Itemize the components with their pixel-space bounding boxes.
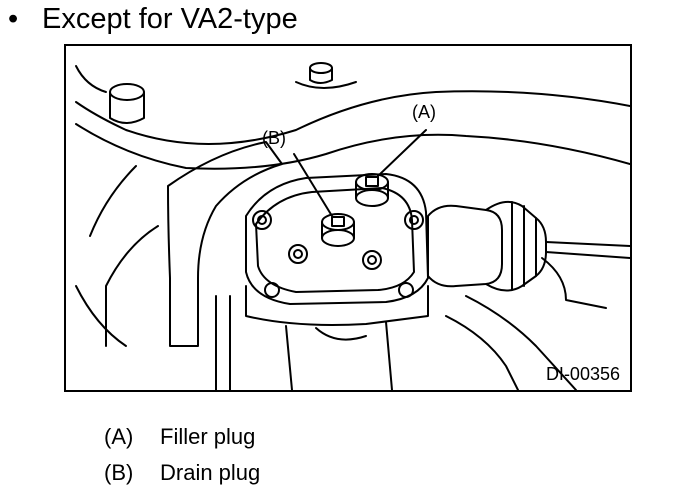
- section-heading: • Except for VA2-type: [8, 2, 298, 36]
- heading-bullet: •: [8, 3, 19, 35]
- boss-left: [109, 91, 145, 124]
- figure-id: DI-00356: [545, 364, 620, 384]
- callout-a: (A): [412, 102, 436, 122]
- drain-filler-plug-illustration: (A) (B) DI-00356: [64, 44, 632, 392]
- pipe-left: [167, 141, 283, 347]
- filler-plug: [355, 173, 389, 207]
- line-drawing: [75, 62, 630, 390]
- leader-b: [293, 153, 333, 217]
- legend-label: Filler plug: [160, 424, 256, 449]
- heading-text: Except for VA2-type: [42, 3, 298, 35]
- legend-key: (B): [104, 460, 134, 485]
- legend-item: (B) Drain plug: [104, 460, 260, 486]
- leader-a: [377, 129, 427, 177]
- stud-top: [309, 67, 333, 84]
- legend-item: (A) Filler plug: [104, 424, 255, 450]
- drain-plug: [321, 213, 355, 247]
- legend-label: Drain plug: [160, 460, 261, 485]
- axle-boot: [427, 200, 630, 309]
- carrier-cover: [245, 173, 429, 305]
- callout-b: (B): [262, 128, 286, 148]
- legend-key: (A): [104, 424, 134, 449]
- crossmember: [75, 90, 630, 145]
